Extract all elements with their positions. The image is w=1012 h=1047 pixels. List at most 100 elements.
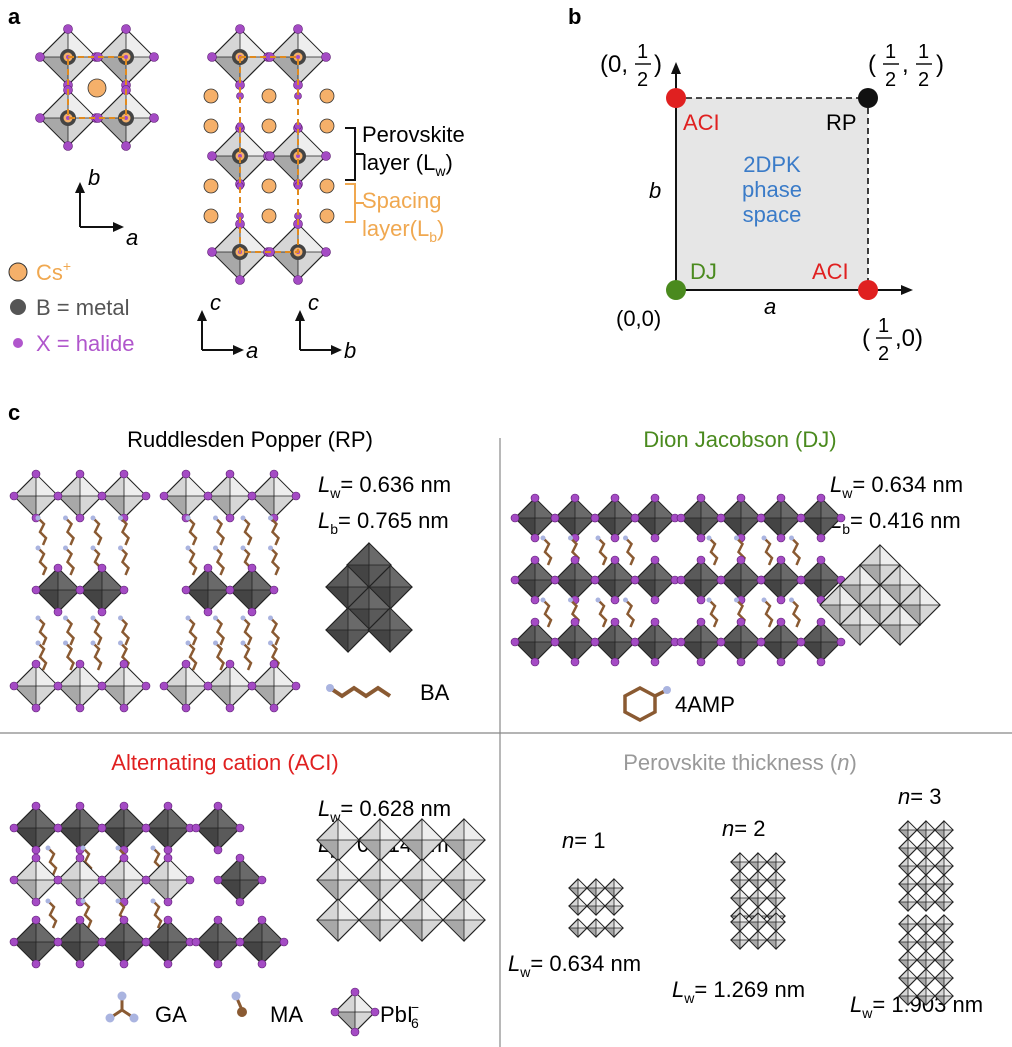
svg-text:Lw= 0.636 nm: Lw= 0.636 nm xyxy=(318,472,451,501)
halide-atom xyxy=(677,638,685,646)
octahedron xyxy=(917,969,935,987)
octahedron xyxy=(58,920,102,964)
halide-atom xyxy=(182,470,190,478)
nitrogen-atom xyxy=(762,536,767,541)
octahedron xyxy=(146,920,190,964)
axis-ab: b a xyxy=(75,165,138,250)
octahedron xyxy=(761,560,801,600)
halide-atom xyxy=(76,470,84,478)
nitrogen-atom xyxy=(268,616,273,621)
panel-label-a: a xyxy=(8,4,21,29)
nitrogen-atom xyxy=(186,641,191,646)
octahedron xyxy=(252,664,296,708)
nitrogen-atom xyxy=(789,598,794,603)
octahedron xyxy=(146,806,190,850)
cs-atom xyxy=(262,179,276,193)
halide-atom xyxy=(651,556,659,564)
halide-atom xyxy=(98,824,106,832)
octahedron xyxy=(899,915,917,933)
octahedron xyxy=(917,857,935,875)
phase-text-1: 2DPK xyxy=(743,152,801,177)
perovskite-layer-label2: layer (Lw) xyxy=(362,150,453,179)
nitrogen-atom xyxy=(151,899,156,904)
halide-atom xyxy=(214,960,222,968)
octahedron xyxy=(801,622,841,662)
halide-atom xyxy=(270,586,278,594)
cs-atom xyxy=(320,179,334,193)
organic-chain xyxy=(598,538,606,565)
octahedron xyxy=(935,875,953,893)
nitrogen-atom xyxy=(241,546,246,551)
octahedron xyxy=(917,951,935,969)
dj-title: Dion Jacobson (DJ) xyxy=(643,427,836,452)
organic-chain xyxy=(709,538,717,565)
ga-nitrogen-icon xyxy=(130,1014,139,1023)
octahedron xyxy=(146,858,190,902)
halide-atom xyxy=(164,916,172,924)
octahedron xyxy=(515,622,555,662)
octahedron xyxy=(749,853,767,871)
halide-atom xyxy=(258,916,266,924)
halide-atom xyxy=(54,492,62,500)
halide-atom xyxy=(226,704,234,712)
nitrogen-atom xyxy=(241,641,246,646)
nitrogen-atom xyxy=(36,641,41,646)
halide-atom xyxy=(204,564,212,572)
axis-cb: c b xyxy=(295,290,356,363)
octahedron xyxy=(681,622,721,662)
octahedron xyxy=(58,806,102,850)
halide-atom xyxy=(531,556,539,564)
octahedron xyxy=(917,839,935,857)
halide-atom xyxy=(142,824,150,832)
nitrogen-atom xyxy=(46,899,51,904)
octahedron xyxy=(555,560,595,600)
halide-atom xyxy=(591,576,599,584)
octahedron xyxy=(102,664,146,708)
halide-atom xyxy=(531,596,539,604)
nitrogen-atom xyxy=(186,516,191,521)
nitrogen-atom xyxy=(241,516,246,521)
perovskite-layer-label: Perovskite xyxy=(362,122,465,147)
nitrogen-atom xyxy=(63,516,68,521)
halide-atom xyxy=(717,638,725,646)
halide-atom xyxy=(551,576,559,584)
halide-atom xyxy=(120,660,128,668)
octahedron xyxy=(587,879,605,897)
spacing-layer-bracket: Spacing layer(Lb) xyxy=(345,184,444,245)
nitrogen-atom xyxy=(213,516,218,521)
coord-bottom-right: ( 1 2 ,0) xyxy=(862,315,923,365)
top-view-structure xyxy=(36,25,159,151)
halide-atom xyxy=(142,682,150,690)
nitrogen-atom xyxy=(241,616,246,621)
halide-atom xyxy=(164,898,172,906)
halide-atom xyxy=(76,586,84,594)
halide-atom xyxy=(817,556,825,564)
halide-atom xyxy=(32,960,40,968)
octahedron xyxy=(761,622,801,662)
ga-label: GA xyxy=(155,1002,187,1027)
octahedron xyxy=(102,920,146,964)
ba-label: BA xyxy=(420,680,450,705)
halide-atom xyxy=(817,494,825,502)
axis-label-c1: c xyxy=(210,290,221,315)
halide-atom xyxy=(631,514,639,522)
nitrogen-atom xyxy=(734,536,739,541)
nitrogen-atom xyxy=(118,546,123,551)
svg-text:): ) xyxy=(654,51,662,78)
nitrogen-atom xyxy=(762,598,767,603)
nitrogen-atom xyxy=(81,846,86,851)
phase-diagram: b a ACI RP DJ ACI 2DPK phase space (0, 1… xyxy=(600,41,944,365)
halide-atom xyxy=(571,494,579,502)
halide-atom xyxy=(737,618,745,626)
molecule-icons xyxy=(106,684,672,1036)
halide-atom xyxy=(817,618,825,626)
halide-atom xyxy=(120,960,128,968)
nitrogen-atom xyxy=(186,616,191,621)
halide-atom xyxy=(737,658,745,666)
halide-atom xyxy=(182,586,190,594)
octahedron xyxy=(443,899,485,941)
axis-label-b2: b xyxy=(344,338,356,363)
halide-atom xyxy=(120,802,128,810)
halide-atom xyxy=(837,514,845,522)
